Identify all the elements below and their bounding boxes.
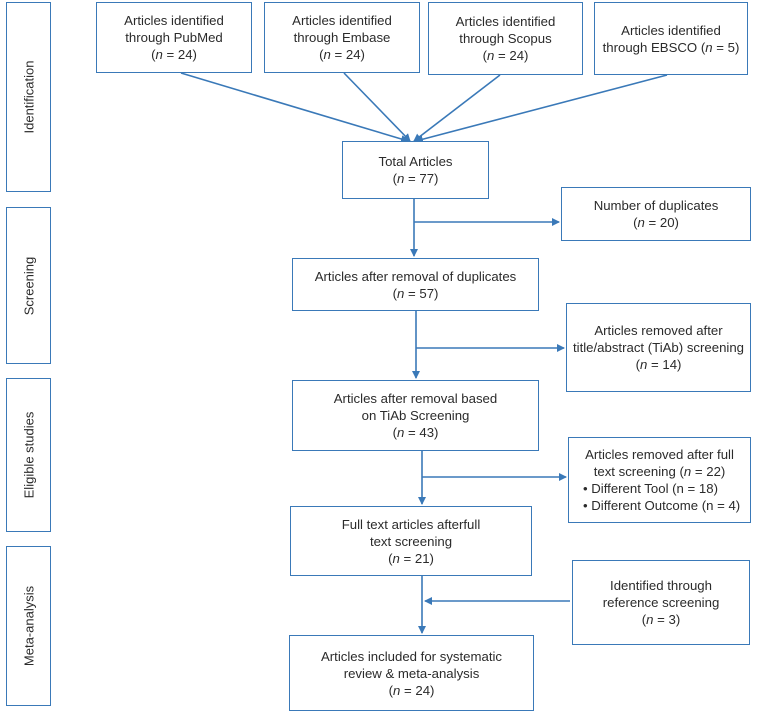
duplicates-line1: Number of duplicates — [593, 198, 719, 213]
arrow-embase-to-total — [343, 72, 411, 142]
included-count: (n = 24) — [388, 682, 435, 698]
fulltext-line1: Full text articles afterfull — [341, 516, 481, 532]
included-line2: review & meta-analysis — [343, 665, 480, 681]
phase-screening: Screening — [6, 207, 51, 364]
embase-line1: Articles identified — [292, 13, 392, 28]
fulltext-removed-bullet-outcome: • Different Outcome (n = 4) — [583, 498, 741, 513]
duplicates-count: (n = 20) — [633, 215, 679, 230]
after-tiab-box: Articles after removal based on TiAb Scr… — [292, 380, 539, 451]
embase-line2: through Embase — [293, 30, 391, 45]
arrow-pubmed-to-total — [180, 72, 409, 143]
after-tiab-line2: on TiAb Screening — [361, 408, 470, 423]
embase-box: Articles identified through Embase (n = … — [264, 2, 420, 73]
pubmed-line1: Articles identified — [124, 13, 224, 28]
scopus-count: (n = 24) — [482, 48, 529, 63]
ebsco-line2: through EBSCO (n = 5) — [602, 39, 740, 55]
scopus-box: Articles identified through Scopus (n = … — [428, 2, 583, 75]
phase-identification: Identification — [6, 2, 51, 192]
after-tiab-line1: Articles after removal based — [333, 391, 498, 406]
embase-count: (n = 24) — [319, 47, 365, 62]
pubmed-box: Articles identified through PubMed (n = … — [96, 2, 252, 73]
phase-eligible-studies: Eligible studies — [6, 378, 51, 532]
after-tiab-count: (n = 43) — [392, 425, 439, 440]
total-articles-box: Total Articles (n = 77) — [342, 141, 489, 199]
tiab-removed-line2: title/abstract (TiAb) screening — [572, 340, 744, 355]
total-count: (n = 77) — [392, 171, 439, 186]
fulltext-removed-line2: text screening (n = 22) — [593, 464, 726, 479]
pubmed-line2: through PubMed — [125, 30, 223, 45]
reference-count: (n = 3) — [641, 612, 681, 627]
after-duplicates-box: Articles after removal of duplicates (n … — [292, 258, 539, 311]
phase-meta-analysis: Meta-analysis — [6, 546, 51, 706]
reference-line2: reference screening — [602, 595, 720, 610]
tiab-removed-box: Articles removed after title/abstract (T… — [566, 303, 751, 392]
arrow-scopus-to-total — [413, 74, 501, 142]
total-line1: Total Articles — [378, 154, 453, 169]
fulltext-removed-box: Articles removed after full text screeni… — [568, 437, 751, 523]
fulltext-line2: text screening — [369, 533, 453, 549]
duplicates-box: Number of duplicates (n = 20) — [561, 187, 751, 241]
fulltext-removed-line1: Articles removed after full — [585, 447, 734, 462]
reference-screening-box: Identified through reference screening (… — [572, 560, 750, 645]
fulltext-box: Full text articles afterfull text screen… — [290, 506, 532, 576]
scopus-line1: Articles identified — [455, 14, 556, 29]
after-dup-line1: Articles after removal of duplicates — [314, 268, 517, 284]
arrow-ebsco-to-total — [415, 74, 668, 144]
fulltext-removed-bullet-tool: • Different Tool (n = 18) — [583, 481, 718, 496]
scopus-line2: through Scopus — [459, 31, 552, 46]
fulltext-count: (n = 21) — [388, 550, 434, 566]
ebsco-line1: Articles identified — [621, 22, 721, 38]
pubmed-count: (n = 24) — [151, 47, 197, 62]
tiab-removed-count: (n = 14) — [635, 357, 682, 372]
included-box: Articles included for systematic review … — [289, 635, 534, 711]
ebsco-box: Articles identified through EBSCO (n = 5… — [594, 2, 748, 75]
included-line1: Articles included for systematic — [320, 648, 503, 664]
reference-line1: Identified through — [610, 578, 712, 593]
after-dup-count: (n = 57) — [392, 285, 439, 301]
tiab-removed-line1: Articles removed after — [594, 323, 723, 338]
